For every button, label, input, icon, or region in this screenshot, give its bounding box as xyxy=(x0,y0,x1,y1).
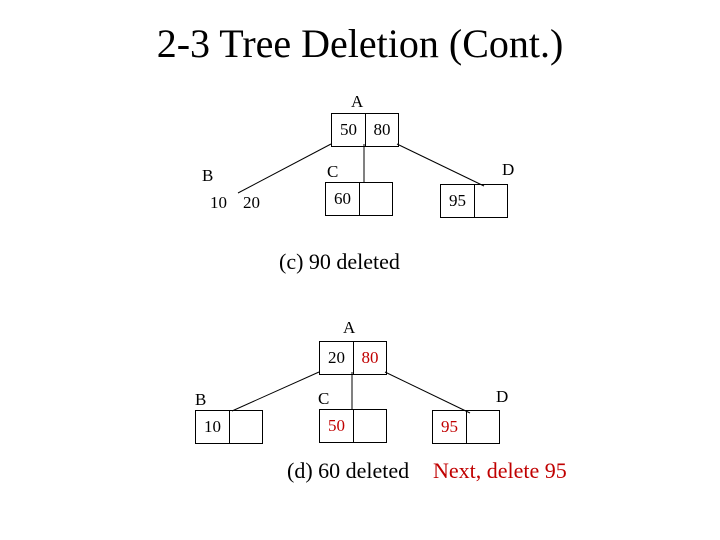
node-c: 60 xyxy=(325,182,393,216)
edge-c-a-b xyxy=(237,143,332,194)
next-step-note: Next, delete 95 xyxy=(433,458,567,483)
node-label-c: C xyxy=(327,162,339,181)
node-key: 50 xyxy=(328,416,345,435)
node-a: 20 80 xyxy=(319,341,387,375)
node-key: 10 xyxy=(210,193,227,212)
node-key xyxy=(466,411,499,443)
node-d: 95 xyxy=(440,184,508,218)
node-key xyxy=(474,185,507,217)
node-label-a: A xyxy=(351,92,364,111)
node-label-b: B xyxy=(202,166,214,185)
node-key: 20 xyxy=(243,193,260,212)
node-label-a: A xyxy=(343,318,356,337)
edge-d-a-d xyxy=(384,371,471,414)
node-key: 80 xyxy=(353,342,386,374)
node-label-d: D xyxy=(496,387,509,406)
node-key: 80 xyxy=(365,114,398,146)
node-a: 50 80 xyxy=(331,113,399,147)
edge-d-a-b xyxy=(231,371,320,412)
slide-title: 2-3 Tree Deletion (Cont.) xyxy=(156,21,564,66)
node-label-b: B xyxy=(195,390,207,409)
caption-d: (d) 60 deleted xyxy=(287,458,410,483)
node-key xyxy=(353,410,386,442)
caption-c: (c) 90 deleted xyxy=(279,249,400,274)
edge-c-a-d xyxy=(396,143,485,187)
node-b: 10 xyxy=(195,410,263,444)
node-key: 20 xyxy=(328,348,345,367)
node-b: 10 20 xyxy=(201,186,269,220)
node-key: 10 xyxy=(204,417,221,436)
node-key: 95 xyxy=(449,191,466,210)
node-key xyxy=(359,183,392,215)
node-key xyxy=(229,411,262,443)
node-d: 95 xyxy=(432,410,500,444)
node-label-c: C xyxy=(318,389,330,408)
node-key: 60 xyxy=(334,189,351,208)
node-key: 50 xyxy=(340,120,357,139)
node-label-d: D xyxy=(502,160,515,179)
node-c: 50 xyxy=(319,409,387,443)
node-key: 95 xyxy=(441,417,458,436)
